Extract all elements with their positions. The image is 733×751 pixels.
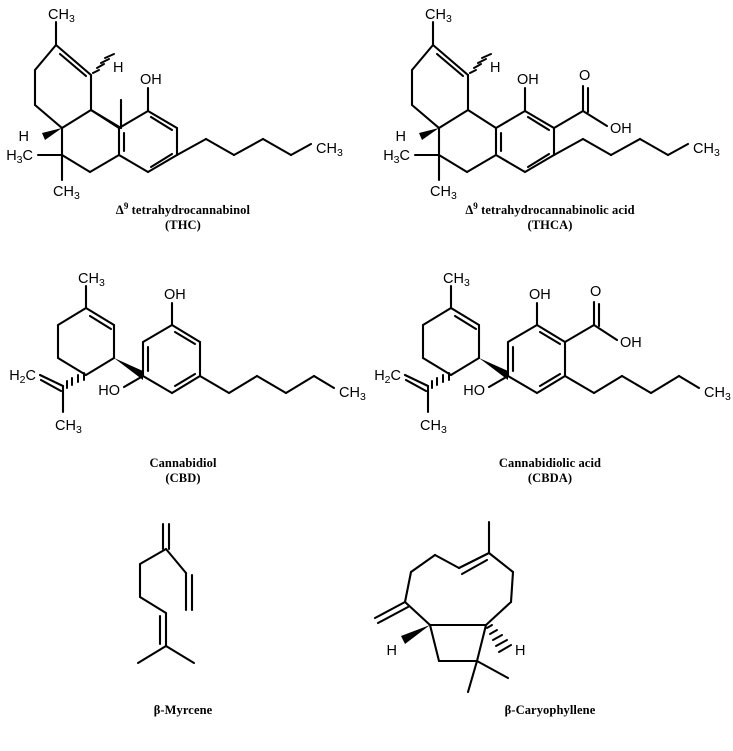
structure-cbda: CH3 H2C CH3 OH HO O OH CH3 [374, 271, 731, 436]
hashed-wedge-cbd [66, 372, 85, 389]
atom-label-ch3-isopropenyl: CH3 [420, 418, 447, 436]
delta-superscript: 9 [473, 200, 478, 211]
caption-cbd-line2: (CBD) [165, 471, 201, 485]
caption-myrcene-line1: β-Myrcene [153, 703, 213, 717]
caption-cbd-line1: Cannabidiol [149, 456, 217, 470]
caption-thc: Δ9 tetrahydrocannabinol (THC) [0, 200, 366, 233]
caption-cbda-line1: Cannabidiolic acid [498, 456, 602, 470]
atom-label-h-wedge: H [19, 129, 29, 145]
atom-label-h2c: H2C [9, 368, 36, 386]
compound-panel-caryophyllene: H H β-Caryophyllene [367, 510, 733, 751]
delta-superscript: 9 [123, 200, 129, 211]
structure-caryophyllene: H H [373, 520, 525, 694]
caption-myrcene: β-Myrcene [0, 703, 366, 718]
atom-label-oh: OH [529, 287, 551, 303]
atom-label-h-wedge: H [396, 129, 406, 145]
structure-thca: CH3 OH H H H3C CH3 O OH CH3 [383, 7, 720, 200]
atom-label-ch3-lower: CH3 [430, 184, 457, 200]
delta-symbol: Δ [115, 203, 124, 217]
atom-label-ch3-pentyl: CH3 [316, 141, 343, 159]
atom-label-h-hashed: H [490, 60, 500, 76]
atom-label-ch3: CH3 [425, 7, 452, 25]
atom-label-carbonyl-o: O [579, 68, 590, 84]
hashed-wedge-h-caryophyllene [486, 624, 512, 653]
atom-label-ch3-pentyl: CH3 [339, 385, 366, 403]
atom-label-ch3-pentyl: CH3 [693, 141, 720, 159]
atom-label-h3c: H3C [383, 148, 410, 166]
compound-panel-cbd: CH3 H2C CH3 OH HO CH3 Cannabidiol (CBD) [0, 258, 366, 498]
caption-cbd: Cannabidiol (CBD) [0, 456, 366, 486]
bold-wedge-cbd [114, 358, 143, 380]
atom-label-ho: HO [463, 383, 485, 399]
caption-caryophyllene-line1: β-Caryophyllene [504, 703, 596, 717]
atom-label-h2c: H2C [374, 368, 401, 386]
structure-cbd: CH3 H2C CH3 OH HO CH3 [9, 271, 366, 436]
compound-panel-myrcene: β-Myrcene [0, 510, 366, 751]
atom-label-h-hashed: H [515, 643, 525, 659]
caption-thca-line2: (THCA) [527, 218, 573, 232]
bold-wedge-h-thc [42, 128, 62, 140]
compound-panel-thc: CH3 OH H H H3C CH3 CH3 Δ9 tetrahydrocann… [0, 0, 366, 250]
bold-wedge-cbda [479, 358, 508, 380]
hashed-wedge-cbda [431, 372, 450, 389]
bold-wedge-h-caryophyllene [401, 625, 430, 644]
atom-label-ch3-lower: CH3 [53, 184, 80, 200]
atom-label-acid-oh: OH [620, 335, 642, 351]
atom-label-h-wedge: H [387, 643, 397, 659]
atom-label-ch3-pentyl: CH3 [704, 385, 731, 403]
atom-label-carbonyl-o: O [590, 284, 601, 300]
structure-myrcene [136, 522, 196, 665]
atom-label-oh: OH [140, 72, 162, 88]
caption-thc-line2: (THC) [165, 218, 201, 232]
caption-caryophyllene: β-Caryophyllene [367, 703, 733, 718]
caption-thca: Δ9 tetrahydrocannabinolic acid (THCA) [367, 200, 733, 233]
atom-label-h3c: H3C [6, 148, 33, 166]
caption-thc-line1: Δ9 tetrahydrocannabinol [115, 200, 251, 217]
compound-panel-thca: CH3 OH H H H3C CH3 O OH CH3 Δ9 tetrahydr… [367, 0, 733, 250]
atom-label-ch3-top: CH3 [78, 271, 105, 289]
atom-label-ho: HO [98, 383, 120, 399]
atom-label-h-hashed: H [113, 60, 123, 76]
caption-cbda-line2: (CBDA) [527, 471, 573, 485]
compound-panel-cbda: CH3 H2C CH3 OH HO O OH CH3 Cannabidiolic… [367, 258, 733, 498]
caption-cbda: Cannabidiolic acid (CBDA) [367, 456, 733, 486]
hashed-wedge-h-thca [469, 53, 492, 74]
hashed-wedge-h-thc [92, 53, 115, 74]
atom-label-ch3-isopropenyl: CH3 [55, 418, 82, 436]
structure-thc: CH3 OH H H H3C CH3 CH3 [6, 7, 343, 200]
atom-label-oh: OH [164, 287, 186, 303]
delta-symbol: Δ [465, 203, 474, 217]
atom-label-oh: OH [517, 72, 539, 88]
atom-label-acid-oh: OH [610, 121, 632, 137]
atom-label-ch3: CH3 [48, 7, 75, 25]
caption-thca-line1: Δ9 tetrahydrocannabinolic acid [465, 200, 635, 217]
bold-wedge-h-thca [419, 128, 439, 140]
atom-label-ch3-top: CH3 [443, 271, 470, 289]
